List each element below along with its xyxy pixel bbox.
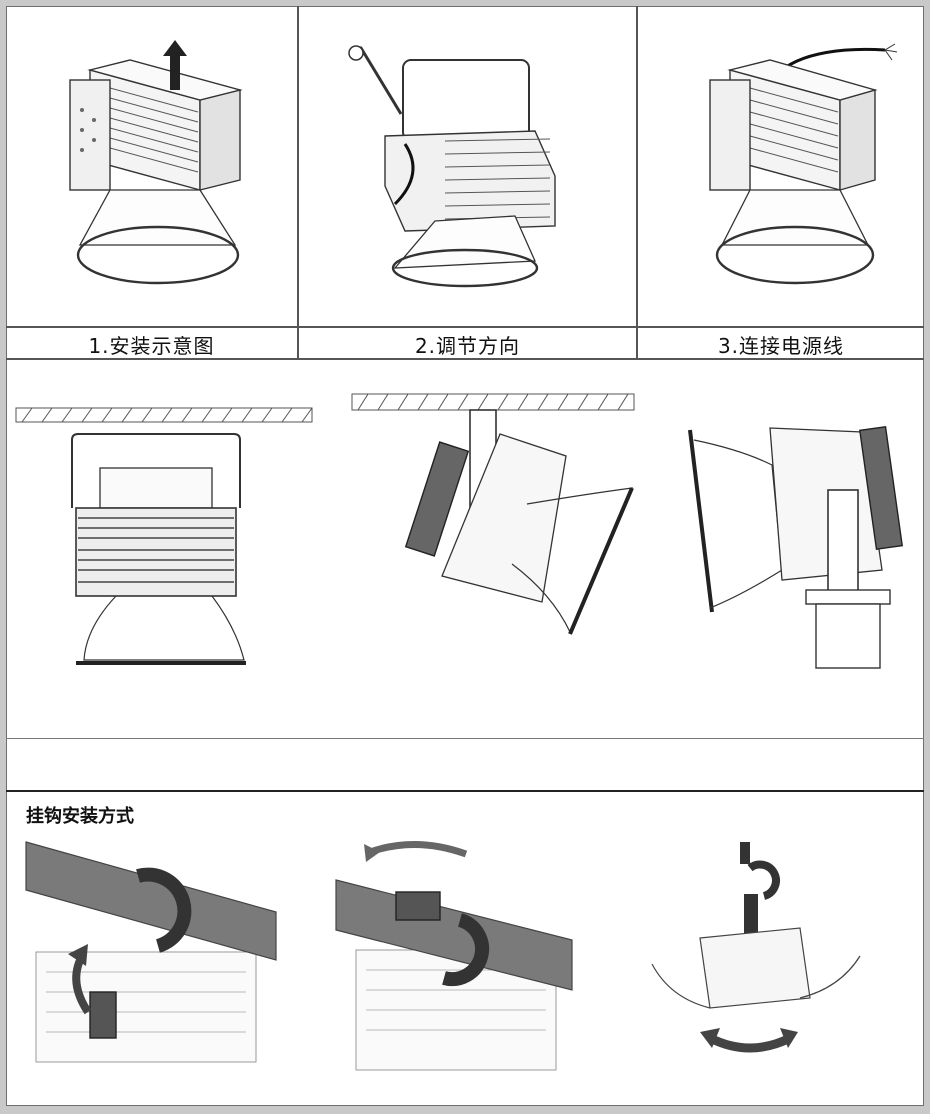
ceiling-mount-front-view xyxy=(15,407,313,665)
pole-mount-side-view xyxy=(688,425,904,669)
step1-caption: 1.安装示意图 xyxy=(88,334,215,358)
hook-step1-open-clamp xyxy=(25,841,277,1063)
step3-lamp-illustration xyxy=(709,43,898,285)
hook-step3-hanging-lamp xyxy=(651,842,861,1053)
section-divider-thick xyxy=(6,790,924,792)
ceiling-mount-tilted-view xyxy=(351,393,635,635)
step1-lamp-illustration xyxy=(69,40,243,285)
caption-top-divider xyxy=(6,326,924,328)
column-divider-1 xyxy=(297,6,299,360)
hook-installation-heading: 挂钩安装方式 xyxy=(26,806,134,827)
column-divider-2 xyxy=(636,6,638,360)
section-divider-thin xyxy=(6,738,924,739)
hook-step2-rotate-clamp xyxy=(335,841,573,1071)
step3-caption: 3.连接电源线 xyxy=(717,334,845,358)
step2-caption: 2.调节方向 xyxy=(414,334,521,358)
caption-bottom-divider xyxy=(6,358,924,360)
step2-lamp-illustration xyxy=(348,45,556,288)
